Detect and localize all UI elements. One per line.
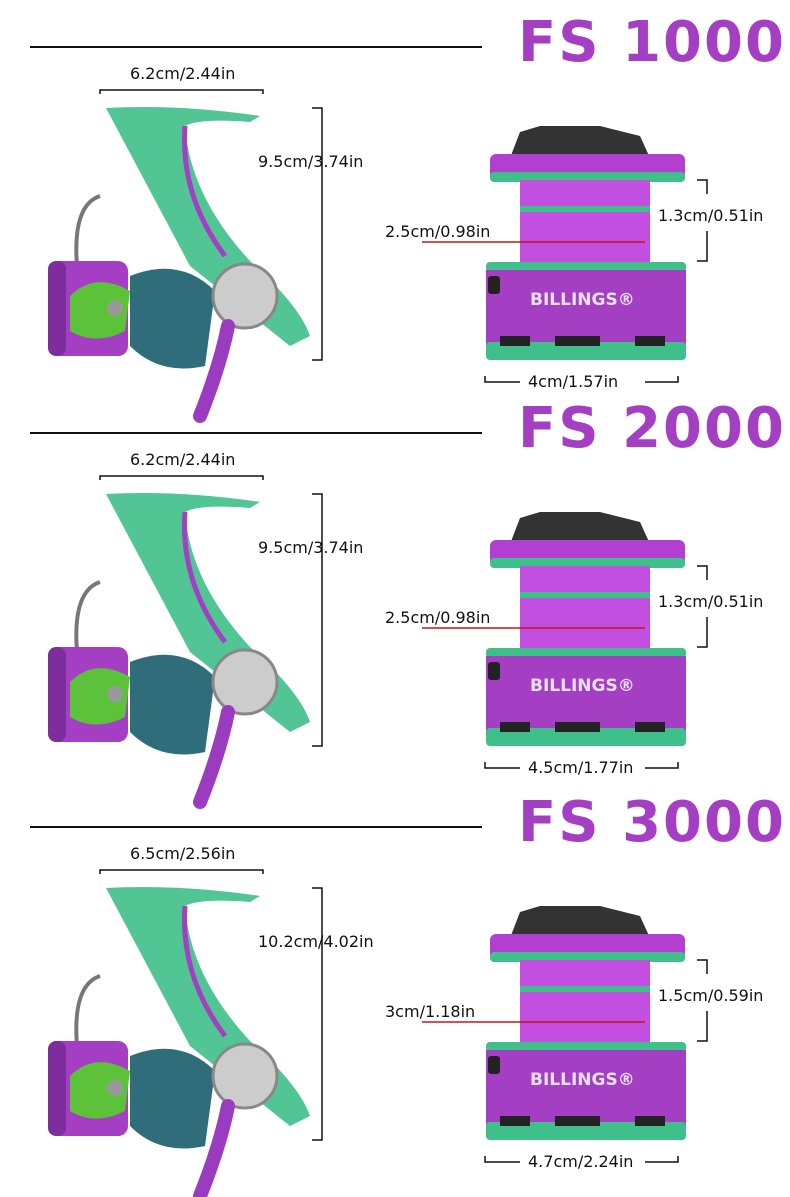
- reel-illustration: [48, 89, 708, 423]
- brand-logo: BILLINGS®: [530, 676, 635, 696]
- reel-illustration: [48, 475, 708, 809]
- model-section-3: FS 3000: [0, 790, 790, 1197]
- spool-depth-label: 1.3cm/0.51in: [658, 592, 764, 611]
- spool-image: [486, 906, 686, 1140]
- spool-depth-label: 1.5cm/0.59in: [658, 986, 764, 1005]
- handle-width-label: 6.5cm/2.56in: [130, 844, 236, 863]
- model-title: FS 2000: [518, 396, 786, 461]
- divider-line: [30, 826, 482, 828]
- reel-height-label: 9.5cm/3.74in: [258, 538, 364, 557]
- spool-width-label: 4.7cm/2.24in: [528, 1152, 634, 1171]
- handle-width-label: 6.2cm/2.44in: [130, 450, 236, 469]
- brand-logo: BILLINGS®: [530, 290, 635, 310]
- reel-image: [48, 887, 310, 1197]
- reel-illustration: [48, 869, 708, 1197]
- model-section-2: FS 2000: [0, 396, 790, 826]
- spool-image: [486, 512, 686, 746]
- divider-line: [30, 432, 482, 434]
- spool-image: [486, 126, 686, 360]
- spool-diameter-label: 3cm/1.18in: [385, 1002, 476, 1021]
- spool-diameter-label: 2.5cm/0.98in: [385, 608, 491, 627]
- model-section-1: FS 1000: [0, 10, 790, 440]
- reel-image: [48, 493, 310, 809]
- model-title: FS 1000: [518, 10, 786, 75]
- reel-height-label: 10.2cm/4.02in: [258, 932, 374, 951]
- spool-diameter-label: 2.5cm/0.98in: [385, 222, 491, 241]
- divider-line: [30, 46, 482, 48]
- model-title: FS 3000: [518, 790, 786, 855]
- spool-depth-label: 1.3cm/0.51in: [658, 206, 764, 225]
- reel-image: [48, 107, 310, 423]
- handle-width-label: 6.2cm/2.44in: [130, 64, 236, 83]
- brand-logo: BILLINGS®: [530, 1070, 635, 1090]
- spool-width-label: 4cm/1.57in: [528, 372, 619, 391]
- reel-height-label: 9.5cm/3.74in: [258, 152, 364, 171]
- spool-width-label: 4.5cm/1.77in: [528, 758, 634, 777]
